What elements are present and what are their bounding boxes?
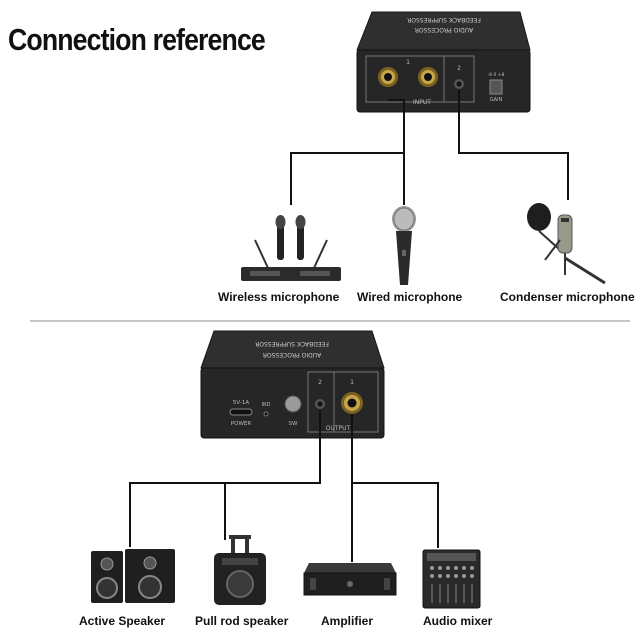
top-port-2-label: 2 (457, 65, 461, 72)
audio-mixer-icon (422, 549, 481, 609)
top-device-label-2: AUDIO PROCESSOR (415, 26, 474, 33)
bottom-port-group-label: OUTPUT (326, 425, 351, 432)
power-port (229, 408, 253, 416)
output-cables (129, 410, 439, 562)
pull-rod-speaker-label: Pull rod speaker (195, 614, 289, 628)
sw-button (284, 395, 302, 413)
top-port-1-label: 1 (406, 59, 410, 66)
output-jack-1 (341, 392, 363, 414)
top-device-label-1: FEEDBACK SUPPRESSOR (407, 16, 481, 23)
wireless-microphone-icon (241, 215, 341, 281)
active-speaker-label: Active Speaker (79, 614, 166, 628)
top-device (356, 11, 531, 113)
page-title: Connection reference (8, 22, 266, 57)
input-jack-1 (378, 67, 398, 87)
bottom-port-1-label: 1 (350, 379, 354, 386)
wired-microphone-label: Wired microphone (357, 290, 463, 304)
output-jack-2 (315, 399, 325, 409)
pull-rod-speaker-icon (214, 535, 266, 605)
gain-scale-label: -8 0 +8 (488, 72, 505, 78)
condenser-microphone-icon (527, 203, 606, 285)
wired-microphone-icon (392, 206, 416, 285)
bottom-port-2-label: 2 (318, 379, 322, 386)
bottom-device (200, 330, 385, 439)
power-rating-label: 5V-1A (233, 400, 249, 406)
wireless-microphone-label: Wireless microphone (218, 290, 340, 304)
gain-switch (489, 79, 503, 95)
input-jack-2 (418, 67, 438, 87)
input-cables (290, 90, 569, 205)
sw-label: SW (289, 421, 298, 427)
active-speaker-icon (91, 549, 175, 603)
input-jack-3 (454, 79, 464, 89)
audio-mixer-label: Audio mixer (423, 614, 493, 628)
amplifier-icon (303, 563, 397, 596)
ind-label: IND (261, 402, 270, 408)
bottom-device-label-2: AUDIO PROCESSOR (263, 351, 322, 358)
gain-label: GAIN (490, 97, 503, 103)
amplifier-label: Amplifier (321, 614, 374, 628)
top-port-group-label: INPUT (413, 99, 431, 106)
indicator-led (263, 411, 269, 417)
power-label: POWER (231, 421, 252, 427)
bottom-device-label-1: FEEDBACK SUPPRESSOR (255, 340, 329, 347)
condenser-microphone-label: Condenser microphone (500, 290, 635, 304)
